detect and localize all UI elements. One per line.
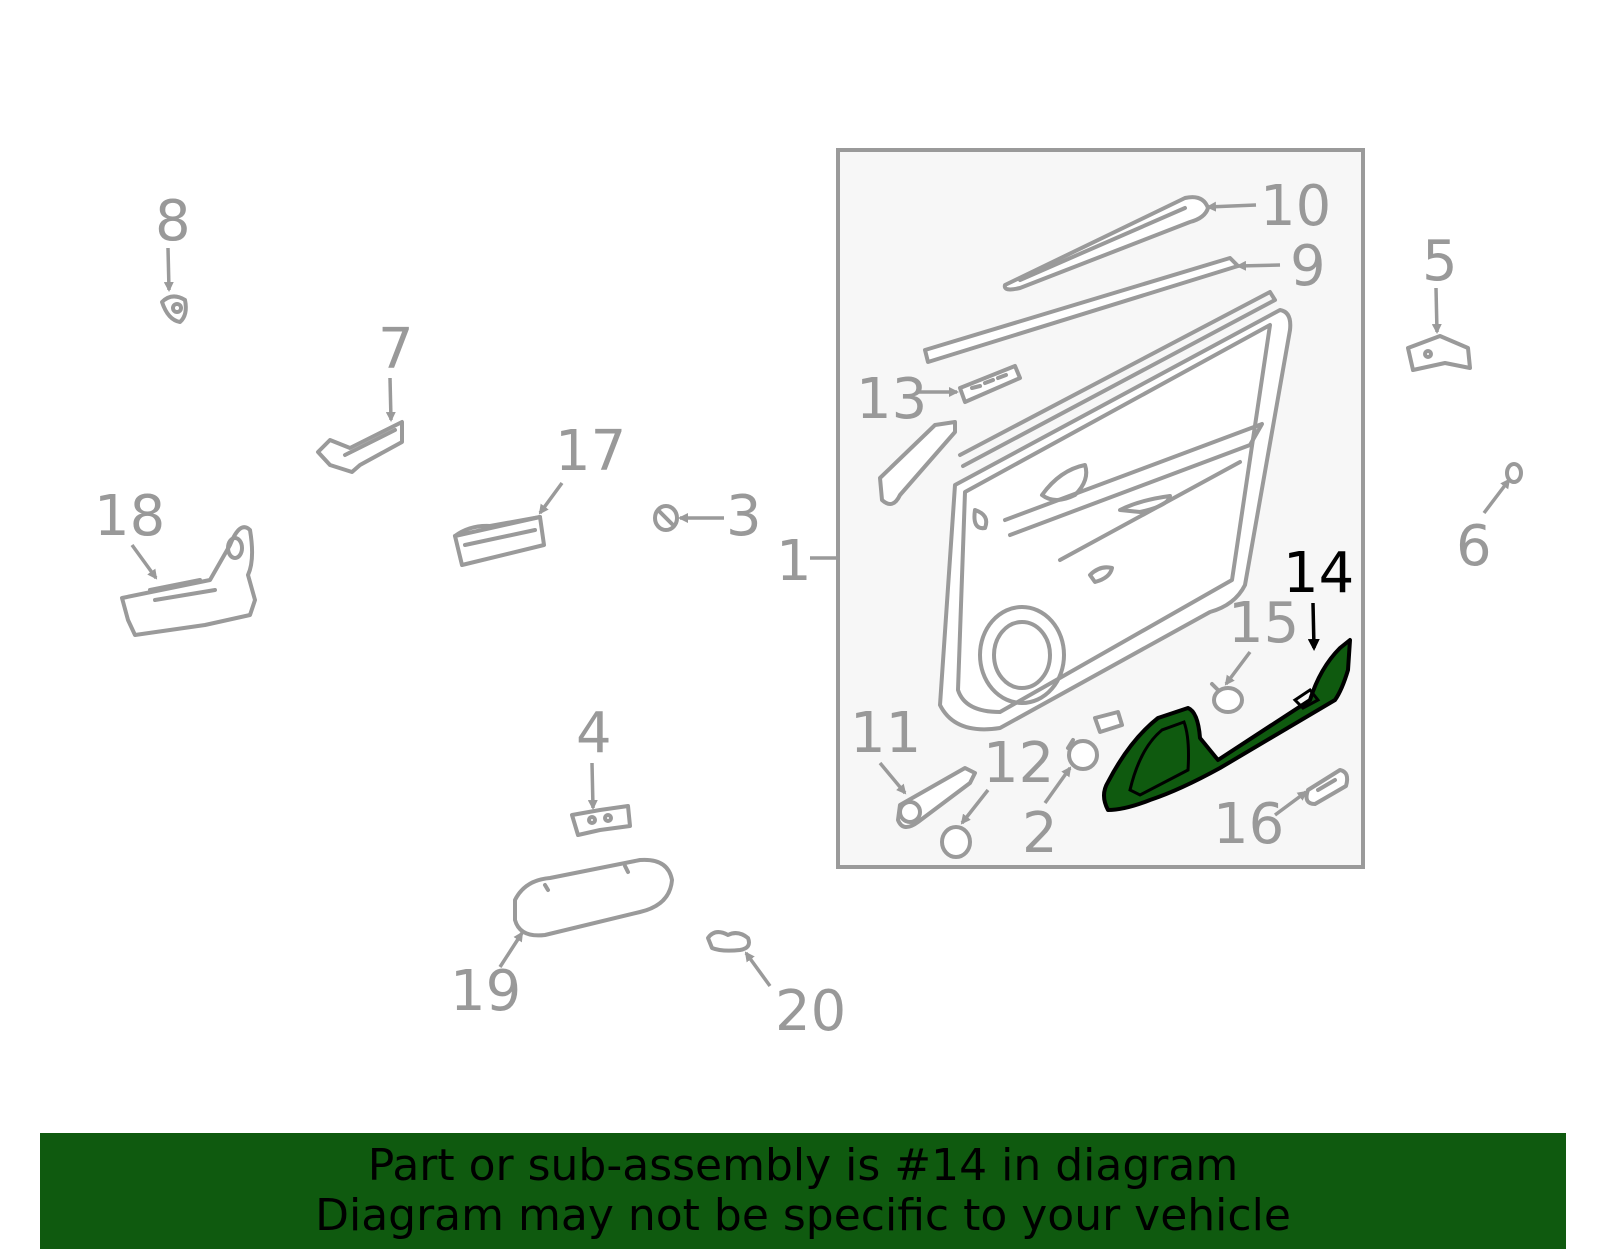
callout-20: 20	[775, 979, 846, 1044]
part-3-cap	[653, 504, 679, 532]
part-4-bracket	[570, 804, 632, 837]
part-17-switch	[453, 515, 546, 567]
part-11-handle-bracket	[896, 766, 977, 829]
callout-14: 14	[1283, 541, 1354, 606]
callout-11: 11	[850, 701, 921, 766]
pull-handle	[878, 420, 957, 506]
part-10-trim-strip	[1002, 195, 1210, 292]
part-5-bracket	[1406, 334, 1472, 372]
part-15-clip	[1210, 682, 1244, 714]
banner-line-1: Part or sub-assembly is #14 in diagram	[367, 1140, 1239, 1191]
callout-5: 5	[1422, 229, 1458, 294]
part-19-cover	[513, 857, 674, 938]
callout-2: 2	[1022, 801, 1058, 866]
clip-small	[1093, 710, 1124, 734]
part-12-cap	[940, 825, 972, 859]
callout-16: 16	[1213, 792, 1284, 857]
leader-lines	[130, 201, 1511, 988]
info-banner: Part or sub-assembly is #14 in diagram D…	[40, 1133, 1566, 1249]
callout-10: 10	[1260, 174, 1331, 239]
banner-line-2: Diagram may not be specific to your vehi…	[315, 1190, 1291, 1241]
callout-3: 3	[726, 484, 762, 549]
callout-18: 18	[94, 484, 165, 549]
part-2-plug	[1066, 738, 1099, 771]
part-14-armrest-highlighted	[1102, 638, 1352, 812]
callout-4: 4	[576, 701, 612, 766]
callout-9: 9	[1290, 234, 1326, 299]
part-18-switch-assembly	[120, 525, 257, 637]
part-20-clip	[706, 930, 751, 953]
door-trim-panel	[938, 290, 1293, 732]
callout-7: 7	[378, 317, 414, 382]
callout-13: 13	[856, 367, 927, 432]
callout-17: 17	[555, 419, 626, 484]
callout-1: 1	[776, 529, 812, 594]
callout-15: 15	[1228, 591, 1299, 656]
callout-19: 19	[450, 959, 521, 1024]
callout-12: 12	[983, 731, 1054, 796]
part-13-switch-bezel	[958, 364, 1022, 404]
callout-8: 8	[155, 189, 191, 254]
part-8-clip	[160, 294, 188, 324]
part-6-screw	[1505, 462, 1523, 484]
callout-6: 6	[1456, 514, 1492, 579]
part-7-bracket	[316, 420, 404, 474]
